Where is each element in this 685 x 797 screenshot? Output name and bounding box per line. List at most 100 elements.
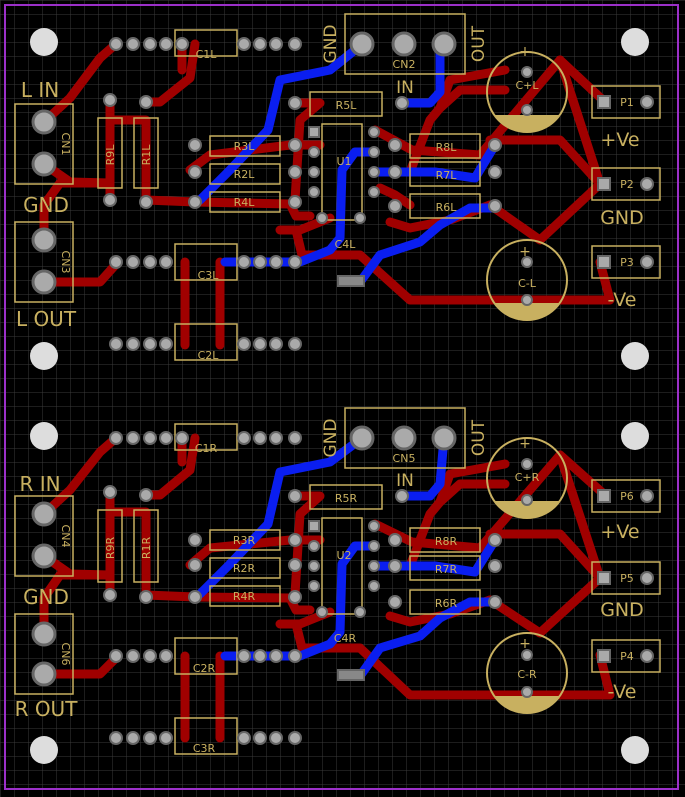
pad	[139, 95, 153, 109]
right-channel: CN4 R IN GND CN6 R OUT R9R R1R C1R C2R C…	[14, 407, 661, 764]
cap-pads-r	[521, 458, 533, 698]
cn5-pad	[349, 425, 375, 451]
r3r-label: R3R	[233, 534, 256, 547]
r7l-label: R7L	[436, 169, 458, 182]
cn1-pad	[31, 151, 57, 177]
neg-label-l: -Ve	[608, 289, 637, 311]
neg-label-r: -Ve	[608, 681, 637, 703]
pad	[139, 195, 153, 209]
r678r-pads	[388, 533, 502, 609]
cn6-label: CN6	[59, 643, 72, 666]
c3r-label: C3R	[193, 742, 216, 755]
r-out-label: R OUT	[15, 697, 79, 721]
p1-label: P1	[620, 96, 634, 109]
pad	[139, 488, 153, 502]
cn2-pad	[431, 31, 457, 57]
plus-marker: +	[519, 436, 531, 452]
r1l-outline	[133, 117, 159, 189]
mount-hole	[30, 28, 58, 56]
cap-pads-l	[521, 66, 533, 306]
r2l-label: R2L	[234, 168, 256, 181]
r2r-label: R2R	[233, 562, 256, 575]
plus-marker: +	[519, 244, 531, 260]
u1-label: U1	[336, 155, 351, 168]
c3r-outline	[174, 717, 238, 755]
cn3-label: CN3	[59, 251, 72, 274]
r5r-outline	[309, 484, 383, 510]
cn3-outline	[14, 221, 74, 303]
p2-outline	[591, 167, 661, 201]
r234r-pads	[188, 533, 302, 604]
left-channel: CN1 L IN GND CN3 L OUT R9L R1L C1L C3L C…	[14, 13, 661, 370]
cn1-label: CN1	[59, 133, 72, 156]
p5-outline	[591, 561, 661, 595]
cn1-outline	[14, 103, 74, 185]
cn1-pad	[31, 109, 57, 135]
r8r-outline	[409, 527, 481, 553]
u2-outline	[321, 517, 363, 615]
c4r-pads	[316, 606, 366, 681]
mount-hole	[30, 736, 58, 764]
r1r-label: R1R	[140, 537, 153, 560]
cn4-pad	[31, 543, 57, 569]
mount-hole	[621, 422, 649, 450]
cap-plus-l-label: C+L	[515, 79, 539, 92]
r234l-pads	[188, 138, 302, 209]
cn2-gnd-label: GND	[321, 25, 341, 64]
cn2-pad	[349, 31, 375, 57]
cn2-pad	[391, 31, 417, 57]
cn5-label: CN5	[393, 452, 416, 465]
r3r-outline	[209, 529, 281, 551]
p3-label: P3	[620, 256, 634, 269]
c3l-label: C3L	[198, 269, 220, 282]
cap-plus-l-band	[494, 115, 560, 133]
c1l-pads	[109, 37, 302, 51]
r7r-outline	[409, 555, 481, 581]
c4r-label: C4R	[334, 632, 357, 645]
p2-label: P2	[620, 178, 634, 191]
cn2-in-label: IN	[396, 78, 414, 98]
cn4-pad	[31, 501, 57, 527]
r5r-label: R5R	[335, 492, 358, 505]
c4l-pads	[316, 212, 366, 287]
c1r-label: C1R	[195, 442, 218, 455]
pad	[103, 93, 117, 107]
pad	[395, 96, 409, 110]
c1l-label: C1L	[196, 48, 218, 61]
r7r-label: R7R	[435, 563, 458, 576]
r3l-outline	[209, 135, 281, 157]
plus-marker: +	[519, 636, 531, 652]
gnd-label-right-conn: GND	[23, 585, 69, 609]
u1-pads	[308, 126, 380, 198]
r4l-label: R4L	[234, 196, 256, 209]
cn6-outline	[14, 613, 74, 695]
pad	[103, 193, 117, 207]
mount-hole	[621, 736, 649, 764]
r5l-outline	[309, 91, 383, 117]
r8l-label: R8L	[436, 141, 458, 154]
gnd-label-l: GND	[600, 207, 644, 229]
c2l-outline	[174, 323, 238, 361]
r7l-outline	[409, 161, 481, 187]
cap-minus-l-band	[494, 303, 560, 321]
cn5-pad	[431, 425, 457, 451]
pad	[288, 96, 302, 110]
cn5-gnd-label: GND	[321, 419, 341, 458]
cn4-label: CN4	[59, 525, 72, 548]
cap-plus-r-band	[494, 501, 560, 519]
p1-outline	[591, 85, 661, 119]
gnd-label-left-conn: GND	[23, 193, 69, 217]
r6l-label: R6L	[436, 201, 458, 214]
c4l-label: C4L	[335, 238, 357, 251]
pad	[395, 489, 409, 503]
r678l-pads	[388, 138, 502, 213]
cn6-pad	[31, 621, 57, 647]
l-in-label: L IN	[21, 78, 59, 102]
r6r-label: R6R	[435, 597, 458, 610]
cn5-in-label: IN	[396, 471, 414, 491]
pad	[103, 588, 117, 602]
pos-label-r: +Ve	[600, 521, 639, 543]
pad	[288, 489, 302, 503]
c1r-outline	[174, 423, 238, 451]
